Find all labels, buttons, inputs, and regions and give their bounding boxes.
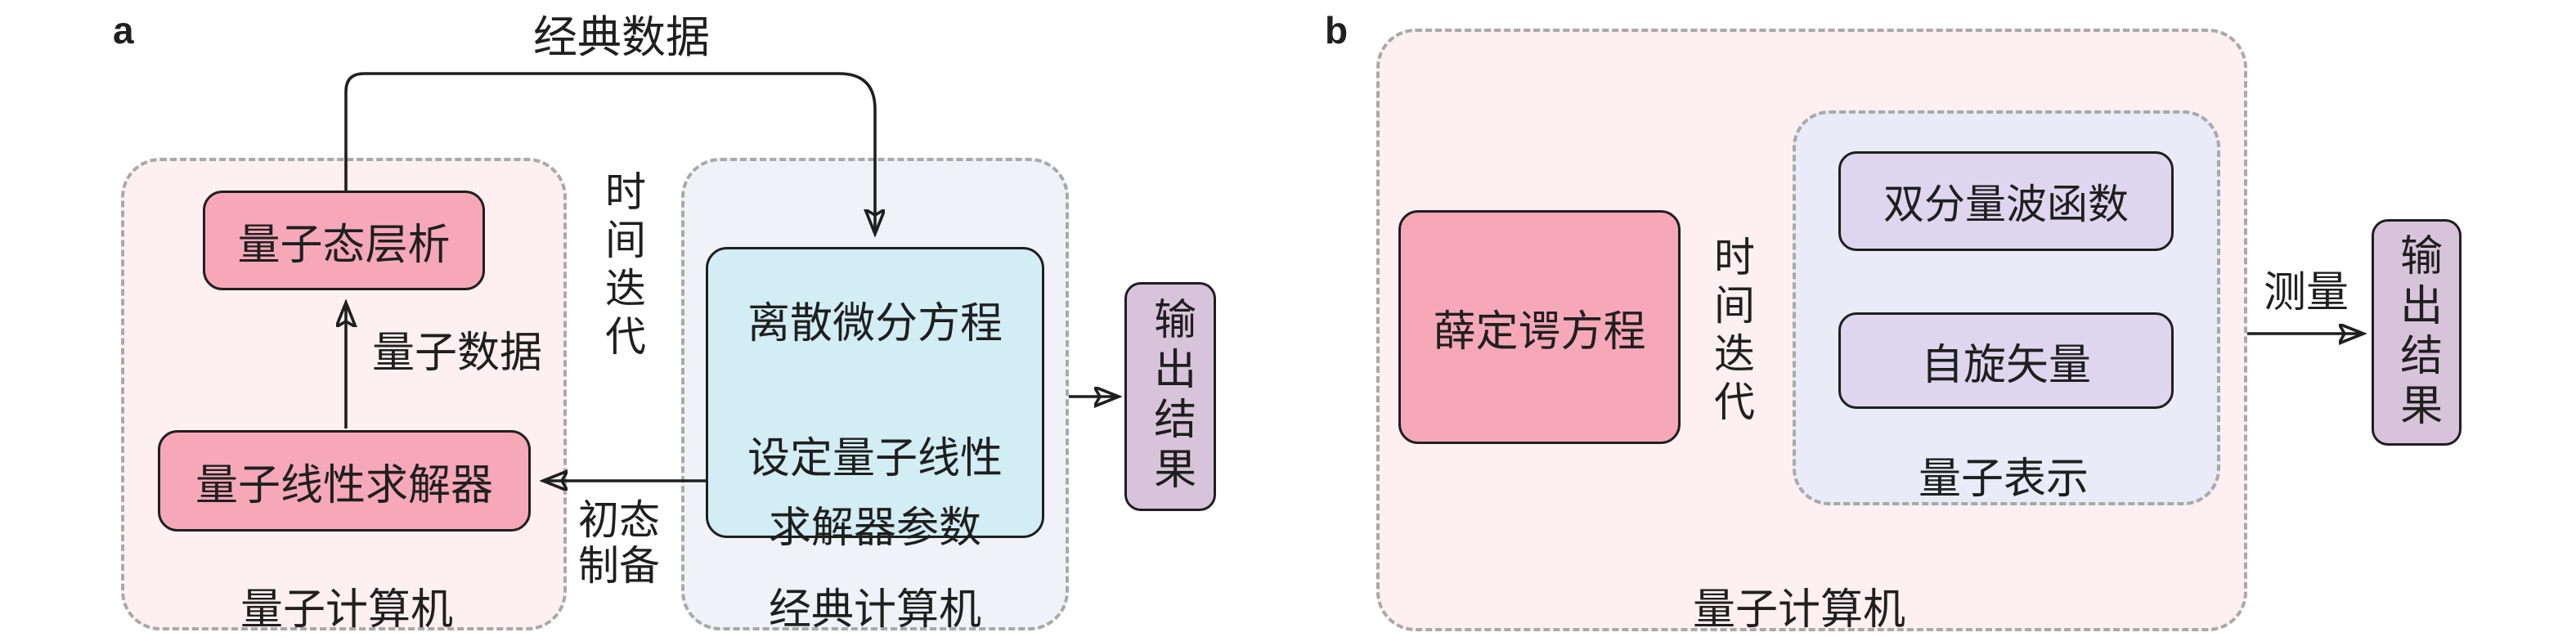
wavefunction-box: 双分量波函数 (1838, 151, 2174, 251)
output-box-b: 输出结果 (2372, 219, 2462, 446)
classical-equation-line1: 离散微分方程 (747, 301, 1003, 348)
quantum-representation-title: 量子表示 (1918, 456, 2089, 503)
classical-data-label: 经典数据 (533, 13, 710, 62)
panel-b-label: b (1325, 9, 1349, 52)
classical-computer-title-a: 经典计算机 (768, 587, 982, 634)
classical-equation-box: 离散微分方程 设定量子线性 求解器参数 (706, 247, 1044, 552)
quantum-data-label: 量子数据 (372, 330, 543, 377)
quantum-computer-title-a: 量子计算机 (240, 587, 454, 634)
time-iteration-label-a: 时间迭代 (599, 170, 645, 363)
output-box-b-text: 输出结果 (2393, 232, 2440, 433)
initial-state-label-line2: 制备 (578, 543, 660, 589)
time-iteration-label-b: 时间迭代 (1708, 236, 1754, 428)
panel-a-label: a (113, 9, 134, 52)
schrodinger-box: 薛定谔方程 (1398, 210, 1681, 444)
classical-equation-line2: 设定量子线性 (747, 436, 1003, 482)
spin-vector-box: 自旋矢量 (1838, 312, 2174, 409)
quantum-computer-title-b: 量子计算机 (1692, 587, 1906, 634)
output-box-a: 输出结果 (1124, 282, 1216, 511)
measurement-label: 测量 (2264, 270, 2349, 316)
initial-state-label-line1: 初态 (578, 497, 660, 543)
classical-equation-line3: 求解器参数 (768, 505, 981, 552)
output-box-a-text: 输出结果 (1147, 297, 1194, 496)
tomography-box: 量子态层析 (203, 191, 485, 290)
solver-box: 量子线性求解器 (158, 430, 531, 532)
